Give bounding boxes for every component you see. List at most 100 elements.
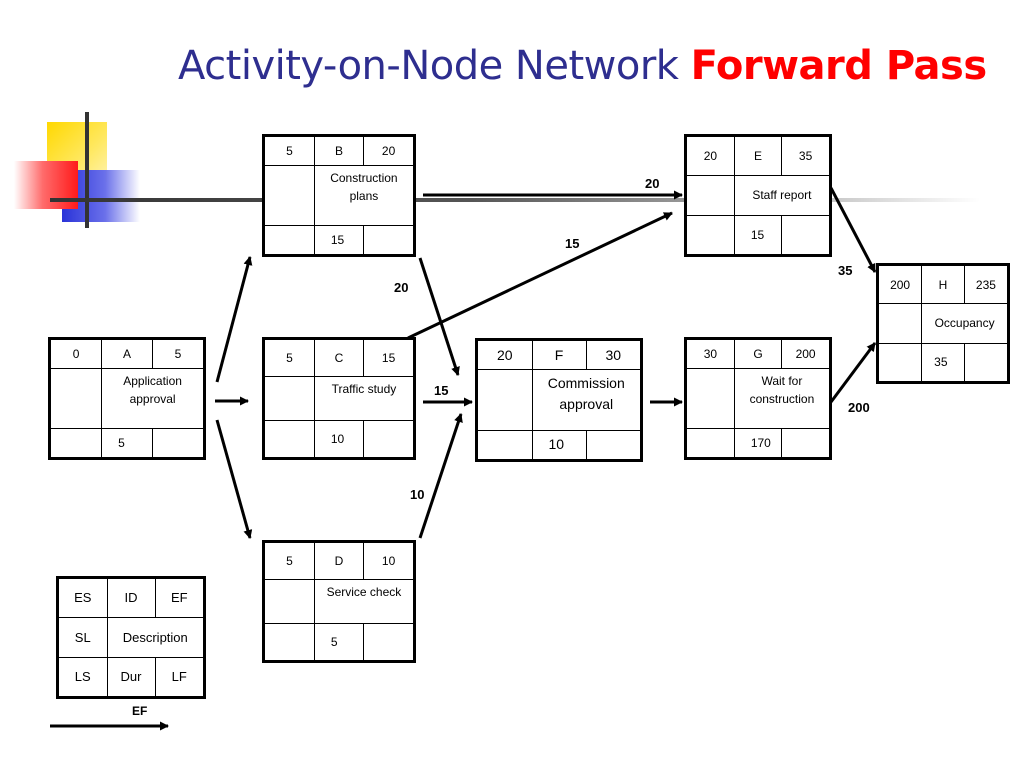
title-emphasis: Forward Pass xyxy=(690,43,988,89)
title-text: Activity-on-Node Network xyxy=(178,43,679,89)
node-b-lf xyxy=(363,225,413,254)
node-a-es: 0 xyxy=(51,340,103,369)
edge-label-g-h: 200 xyxy=(848,400,870,415)
node-c-es: 5 xyxy=(265,340,315,378)
node-c-ls xyxy=(265,419,315,457)
node-a-lf xyxy=(151,428,203,457)
node-a-description: Application approval xyxy=(101,367,203,430)
edge-label-b-f: 20 xyxy=(394,280,409,295)
node-h-id: H xyxy=(921,266,965,305)
arrow-a-d xyxy=(215,419,253,539)
legend-ef: EF xyxy=(154,579,203,619)
edge-label-b-e: 20 xyxy=(645,176,660,191)
node-b-ef: 20 xyxy=(363,137,413,166)
arrow-e-h xyxy=(829,187,877,273)
node-f-es: 20 xyxy=(478,341,533,370)
arrow-d-f xyxy=(418,413,463,539)
node-g-sl xyxy=(687,367,735,430)
node-h-description: Occupancy xyxy=(921,303,1007,344)
node-a-ls xyxy=(51,428,103,457)
node-d-sl xyxy=(265,579,315,624)
node-d-duration: 5 xyxy=(313,622,365,660)
arrow-g-h xyxy=(829,342,877,403)
node-e-description: Staff report xyxy=(733,175,829,216)
node-g-lf xyxy=(781,428,829,457)
node-a-ef: 5 xyxy=(151,340,203,369)
node-b-id: B xyxy=(313,137,365,166)
edge-label-c-e: 15 xyxy=(565,236,580,251)
node-d-es: 5 xyxy=(265,543,315,581)
node-h-es: 200 xyxy=(879,266,923,305)
edge-label-c-f: 15 xyxy=(434,383,449,398)
node-h-ef: 235 xyxy=(963,266,1007,305)
node-h-sl xyxy=(879,303,923,344)
node-c-lf xyxy=(363,419,413,457)
node-c-sl xyxy=(265,376,315,421)
arrow-a-b xyxy=(215,256,253,383)
arrow-b-f xyxy=(418,257,460,376)
node-b-duration: 15 xyxy=(313,225,365,254)
legend-es: ES xyxy=(59,579,108,619)
node-c-id: C xyxy=(313,340,365,378)
node-d-description: Service check xyxy=(313,579,413,624)
node-f-ef: 30 xyxy=(585,341,640,370)
node-b-description: Construction plans xyxy=(313,164,413,227)
node-d-ls xyxy=(265,622,315,660)
node-f-sl xyxy=(478,369,533,431)
node-f-id: F xyxy=(531,341,587,370)
node-f-description: Commission approval xyxy=(531,369,640,431)
node-d-ef: 10 xyxy=(363,543,413,581)
node-g-duration: 170 xyxy=(733,428,783,457)
node-g-ls xyxy=(687,428,735,457)
node-f-duration: 10 xyxy=(531,429,587,459)
node-a-duration: 5 xyxy=(101,428,153,457)
node-d-id: D xyxy=(313,543,365,581)
legend-arrow-label: EF xyxy=(132,704,148,718)
legend-lf: LF xyxy=(154,656,203,696)
node-e-duration: 15 xyxy=(733,214,783,254)
node-c-description: Traffic study xyxy=(313,376,413,421)
edge-label-e-h: 35 xyxy=(838,263,853,278)
legend-ls: LS xyxy=(59,656,108,696)
decor-horizontal-line xyxy=(50,198,980,202)
node-h-duration: 35 xyxy=(921,342,965,381)
node-g-es: 30 xyxy=(687,340,735,369)
node-b-es: 5 xyxy=(265,137,315,166)
node-e-es: 20 xyxy=(687,137,735,177)
decor-vertical-line xyxy=(85,112,89,228)
node-g-ef: 200 xyxy=(781,340,829,369)
node-e-id: E xyxy=(733,137,783,177)
edge-label-d-f: 10 xyxy=(410,487,425,502)
slide-title: Activity-on-Node Network Forward Pass xyxy=(178,42,987,90)
legend-sl: SL xyxy=(59,617,108,658)
node-h-ls xyxy=(879,342,923,381)
arrow-c-e xyxy=(407,211,673,340)
node-c-ef: 15 xyxy=(363,340,413,378)
node-f-ls xyxy=(478,429,533,459)
node-b-sl xyxy=(265,164,315,227)
node-c-duration: 10 xyxy=(313,419,365,457)
node-d-lf xyxy=(363,622,413,660)
node-h-lf xyxy=(963,342,1007,381)
node-b-ls xyxy=(265,225,315,254)
node-e-ef: 35 xyxy=(781,137,829,177)
legend-id: ID xyxy=(106,579,156,619)
node-a-id: A xyxy=(101,340,153,369)
node-f-lf xyxy=(585,429,640,459)
legend-description: Description xyxy=(106,617,203,658)
node-e-lf xyxy=(781,214,829,254)
node-e-sl xyxy=(687,175,735,216)
legend-duration: Dur xyxy=(106,656,156,696)
node-g-description: Wait for construction xyxy=(733,367,829,430)
node-g-id: G xyxy=(733,340,783,369)
